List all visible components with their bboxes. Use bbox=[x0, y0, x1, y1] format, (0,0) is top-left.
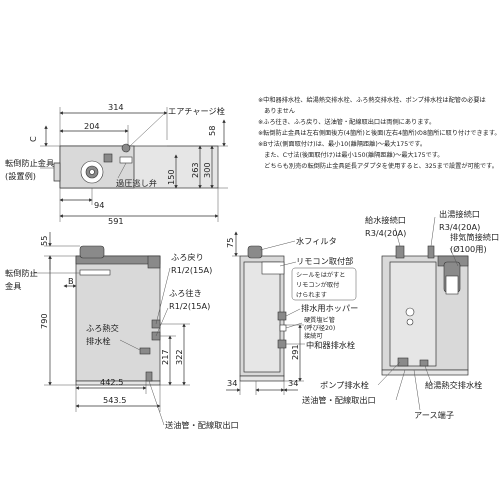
dim-b: B bbox=[68, 276, 74, 286]
rear-view-fitting-lower bbox=[406, 318, 414, 326]
exhaust-connection-label: 排気筒接続口 bbox=[450, 232, 499, 242]
front-oil-wiring-outlet-label: 送油管・配線取出口 bbox=[165, 420, 239, 430]
dim-300: 300 bbox=[202, 162, 212, 178]
bath-return-label: ふろ戻り bbox=[171, 252, 204, 262]
remocon-note-3: けられます bbox=[296, 292, 327, 299]
note-line-7: どちらも別売の転倒防止金具延長アダプタを使用すると、325まで設置が可能です。 bbox=[258, 162, 498, 170]
rear-view-pump-drain bbox=[397, 357, 409, 367]
remocon-note-box bbox=[291, 267, 357, 301]
dim-34-left: 34 bbox=[227, 378, 237, 388]
side-view-remocon-mount bbox=[261, 261, 285, 275]
top-view: 314 204 94 591 58 300 263 150 C エアチャージ栓 … bbox=[5, 102, 228, 226]
dim-591: 591 bbox=[108, 216, 124, 226]
dim-75: 75 bbox=[225, 238, 235, 248]
hot-hex-drain-label: 給湯熱交排水栓 bbox=[425, 380, 482, 390]
front-view-bracket-slot bbox=[79, 269, 111, 276]
bath-hex-drain-note: 排水栓 bbox=[86, 336, 111, 346]
rear-view-fitting-upper bbox=[405, 307, 415, 317]
bath-go-label: ふろ往き bbox=[169, 288, 202, 298]
front-view-bath-hex-drain bbox=[139, 347, 151, 355]
notes-block: ※中和器排水栓、給湯熱交排水栓、ふろ熱交排水栓、ポンプ排水栓は配管の必要は あり… bbox=[258, 96, 500, 170]
exhaust-connection-spec: (Ø100用) bbox=[450, 244, 487, 254]
pvc-pipe-note: 接続可 bbox=[304, 332, 323, 340]
side-view-drain-hopper bbox=[277, 311, 287, 321]
neutralizer-drain-label: 中和器排水栓 bbox=[306, 340, 355, 350]
drain-hopper-label: 排水用ホッパー bbox=[301, 303, 358, 313]
rear-view-base bbox=[381, 369, 469, 376]
dim-291: 291 bbox=[290, 344, 300, 360]
air-charge-valve-label: エアチャージ栓 bbox=[168, 106, 225, 116]
anti-tip-bracket-top-label: 転倒防止金具 bbox=[5, 158, 54, 168]
relief-valve-label: 過圧逃し弁 bbox=[116, 178, 157, 188]
dim-543-5: 543.5 bbox=[103, 395, 126, 405]
rear-view-hot-water-outlet bbox=[427, 245, 435, 259]
side-view-neutralizer-drain bbox=[277, 339, 287, 349]
rear-view-exhaust-inner bbox=[445, 275, 459, 295]
remocon-mount-label: リモコン取付部 bbox=[296, 256, 353, 266]
top-view-burner-center bbox=[89, 169, 95, 175]
dim-322: 322 bbox=[174, 349, 184, 365]
rear-oil-wiring-outlet-label: 送油管・配線取出口 bbox=[302, 395, 376, 405]
side-view-panel bbox=[243, 261, 281, 373]
front-view-corner-fitting bbox=[147, 255, 161, 269]
front-view-body bbox=[75, 255, 161, 382]
side-view-base bbox=[239, 375, 285, 382]
dim-217: 217 bbox=[160, 349, 170, 365]
rear-view: 出湯接続口 R3/4(20A) 給水接続口 R3/4(20A) 排気筒接続口 (… bbox=[302, 209, 499, 420]
water-filter-label: 水フィルタ bbox=[296, 236, 337, 246]
dim-c: C bbox=[28, 136, 38, 142]
rear-view-water-supply-inlet bbox=[395, 245, 405, 259]
dim-263: 263 bbox=[190, 162, 200, 178]
front-view: 55 790 217 322 442.5 543.5 B 転倒防止 金具 ふろ戻… bbox=[5, 232, 239, 430]
note-line-3: ※ふろ往き、ふろ戻り、送油管・配線取出口は両側にあります。 bbox=[258, 118, 435, 126]
dim-314: 314 bbox=[108, 102, 124, 112]
remocon-note-1: シールをはがすと bbox=[296, 271, 346, 279]
side-view-water-filter bbox=[247, 245, 263, 259]
dim-150: 150 bbox=[166, 169, 176, 185]
anti-tip-bracket-top-note: (設置例) bbox=[5, 171, 36, 181]
anti-tip-bracket-front-note: 金具 bbox=[5, 281, 21, 291]
dim-442-5: 442.5 bbox=[100, 377, 123, 387]
dim-55: 55 bbox=[39, 236, 49, 246]
pvc-pipe-label: 硬質塩ビ管 bbox=[304, 316, 335, 324]
rear-view-hot-hex-drain bbox=[419, 359, 429, 367]
note-line-6: また、C寸法(後面取付け)は最小150(離隔距離)〜最大175です。 bbox=[258, 151, 443, 159]
top-view-anti-tip-bracket bbox=[53, 162, 61, 182]
top-view-relief-valve bbox=[119, 156, 133, 164]
note-line-5: ※B寸法(側面取付け)は、最小10(離隔距離)〜最大175です。 bbox=[258, 140, 426, 148]
top-view-fitting bbox=[103, 153, 113, 163]
hot-water-outlet-label: 出湯接続口 bbox=[439, 209, 480, 219]
bath-go-spec: R1/2(15A) bbox=[169, 301, 210, 311]
note-line-4: ※転倒防止金具は左右側面後方(4箇所)と後面(左右4箇所)の8箇所に取り付けでき… bbox=[258, 129, 500, 137]
side-view-pvc-pipe bbox=[279, 324, 287, 332]
front-view-oil-outlet bbox=[145, 371, 153, 382]
anti-tip-bracket-front-label: 転倒防止 bbox=[5, 268, 38, 278]
pump-drain-label: ポンプ排水栓 bbox=[320, 380, 369, 390]
note-line-1: ※中和器排水栓、給湯熱交排水栓、ふろ熱交排水栓、ポンプ排水栓は配管の必要は bbox=[258, 96, 486, 104]
earth-terminal-label: アース端子 bbox=[414, 410, 454, 420]
bath-return-spec: R1/2(15A) bbox=[171, 265, 212, 275]
top-view-air-charge-valve bbox=[121, 143, 131, 153]
dim-58: 58 bbox=[207, 126, 217, 136]
hot-water-outlet-spec: R3/4(20A) bbox=[439, 222, 480, 232]
side-view: 75 291 34 34 水フィルタ リモコン取付部 シールをはがすと リモコン… bbox=[225, 231, 358, 395]
dim-94: 94 bbox=[94, 200, 104, 210]
note-line-2: ありません bbox=[258, 108, 295, 115]
water-supply-inlet-label: 給水接続口 bbox=[365, 215, 406, 225]
remocon-note-2: リモコンが取付 bbox=[296, 281, 339, 289]
dim-204: 204 bbox=[84, 121, 100, 131]
pvc-pipe-size: (呼び径20) bbox=[304, 324, 335, 332]
front-view-base bbox=[75, 380, 161, 386]
dim-34-right: 34 bbox=[288, 378, 298, 388]
bath-hex-drain-label: ふろ熱交 bbox=[86, 323, 119, 333]
dim-790: 790 bbox=[39, 313, 49, 329]
front-view-top-cap bbox=[79, 245, 105, 259]
water-supply-inlet-spec: R3/4(20A) bbox=[365, 228, 406, 238]
